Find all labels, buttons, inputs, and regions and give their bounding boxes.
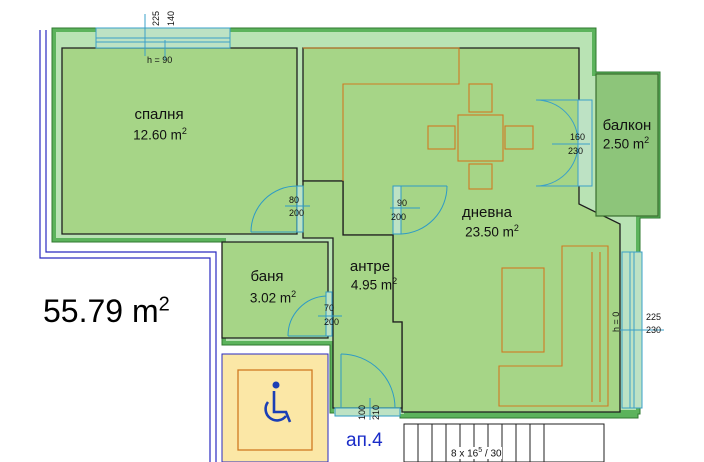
bedroom-area-unit-exp: 2 xyxy=(181,126,187,136)
top-window-height: 140 xyxy=(166,10,176,26)
site-boundary xyxy=(39,30,217,462)
hall-area-value: 4.95 m xyxy=(350,277,393,293)
living-door-height: 200 xyxy=(391,212,407,222)
stairs-label-sup: 5 xyxy=(478,447,483,454)
top-window-sill: h = 90 xyxy=(147,55,173,65)
balcony-area-unit-exp: 2 xyxy=(644,135,650,145)
chair-left xyxy=(427,125,456,150)
balcony-floor xyxy=(595,73,659,217)
top-window-width: 225 xyxy=(151,10,161,26)
balcony-door-width: 160 xyxy=(570,132,586,142)
right-window-width: 225 xyxy=(646,312,662,322)
living-area-value: 23.50 m xyxy=(465,224,514,240)
living-area: 23.50 m2 xyxy=(452,223,532,240)
furniture xyxy=(303,47,609,407)
entry-door-height: 210 xyxy=(371,404,381,420)
bath-door-height: 200 xyxy=(324,317,340,327)
living-name: дневна xyxy=(462,204,512,221)
entry-door-width: 100 xyxy=(357,404,367,420)
chair-right xyxy=(504,125,534,150)
total-area-unit-exp: 2 xyxy=(158,293,170,316)
hall-name: антре xyxy=(349,258,391,275)
bedroom-door-width: 80 xyxy=(289,195,300,205)
bath-floor xyxy=(221,241,329,339)
bath-area-unit-exp: 2 xyxy=(291,289,297,299)
bath-area-value: 3.02 m xyxy=(249,290,292,306)
apartment-label: ап.4 xyxy=(346,430,383,451)
total-area-value: 55.79 m xyxy=(43,293,159,329)
living-area-unit-exp: 2 xyxy=(513,223,519,233)
balcony-area-value: 2.50 m xyxy=(602,136,645,152)
balcony-door-height: 230 xyxy=(568,146,584,156)
bedroom-area-value: 12.60 m xyxy=(133,127,182,143)
room-floors xyxy=(61,47,621,413)
bath-area: 3.02 m2 xyxy=(238,289,308,306)
balcony-name: балкон xyxy=(602,117,652,134)
right-window-height: 230 xyxy=(646,325,662,335)
stairs-label-tail: / 30 xyxy=(482,448,502,460)
coffee-table xyxy=(501,267,545,353)
hall-area: 4.95 m2 xyxy=(340,276,408,293)
hall-area-unit-exp: 2 xyxy=(392,276,398,286)
living-door-width: 90 xyxy=(397,198,408,208)
right-window-sill: h = 0 xyxy=(611,311,621,332)
bedroom-door-height: 200 xyxy=(289,208,305,218)
kitchen-counter xyxy=(303,47,460,181)
wheelchair-icon xyxy=(264,381,292,423)
right-window xyxy=(620,251,664,409)
bath-name: баня xyxy=(250,268,284,285)
bedroom-area: 12.60 m2 xyxy=(120,126,200,143)
stairs-label: 8 x 165 / 30 xyxy=(451,447,502,460)
bedroom-name: спалня xyxy=(134,106,184,123)
staircase xyxy=(403,423,605,462)
balcony-area: 2.50 m2 xyxy=(594,135,658,152)
interior-doors xyxy=(250,185,448,420)
top-window xyxy=(95,14,231,60)
sofa xyxy=(498,245,609,407)
total-area: 55.79 m2 xyxy=(43,293,170,330)
hall-floor xyxy=(302,180,403,409)
chair-bottom xyxy=(468,163,493,190)
accessible-area xyxy=(221,353,329,462)
balcony-door xyxy=(535,99,593,187)
stairs-label-base: 8 x 16 xyxy=(451,448,479,460)
dining-table xyxy=(457,114,504,162)
chair-top xyxy=(468,83,493,113)
bath-door-width: 70 xyxy=(324,303,335,313)
